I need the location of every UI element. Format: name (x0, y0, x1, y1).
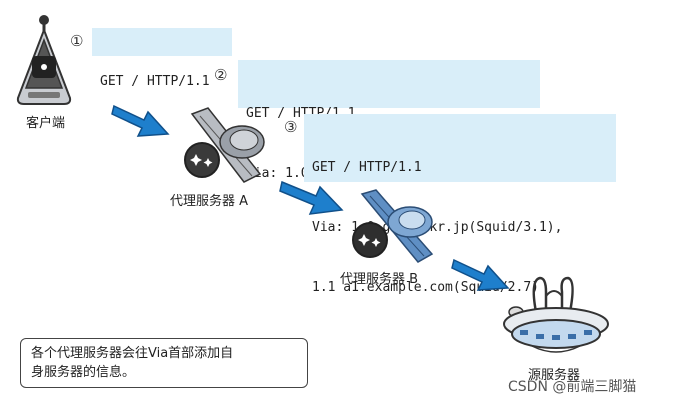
arrow-proxy-b-to-origin-icon (451, 258, 510, 291)
step-1-line-1: GET / HTTP/1.1 (100, 74, 210, 89)
client-device-icon (16, 15, 72, 105)
arrow-proxy-a-to-proxy-b-icon (279, 180, 344, 215)
origin-server-label: 源服务器 (528, 368, 581, 383)
step-1-number: ① (70, 32, 84, 50)
proxy-a-device-icon (184, 107, 265, 183)
note-box: 各个代理服务器会往Via首部添加自 身服务器的信息。 (20, 338, 308, 388)
step-1-header-box: GET / HTTP/1.1 (92, 28, 232, 89)
proxy-a-label: 代理服务器 A (170, 194, 249, 209)
step-2-header-box: GET / HTTP/1.1 Via: 1.0 gw.hackr.jp(Squi… (238, 60, 540, 181)
proxy-b-label: 代理服务器 B (340, 272, 419, 287)
step-3-header-box: GET / HTTP/1.1 Via: 1.0 gw.hackr.jp(Squi… (304, 114, 616, 295)
arrow-client-to-proxy-a-icon (111, 104, 170, 137)
step-3-number: ③ (284, 118, 298, 136)
proxy-b-device-icon (352, 189, 434, 263)
note-line-2: 身服务器的信息。 (31, 365, 136, 380)
client-label: 客户端 (26, 116, 66, 131)
note-line-1: 各个代理服务器会往Via首部添加自 (31, 346, 234, 361)
origin-server-icon (503, 276, 609, 353)
step-3-line-1: GET / HTTP/1.1 (312, 160, 422, 175)
watermark: CSDN @前端三脚猫 (508, 379, 637, 395)
step-2-number: ② (214, 66, 228, 84)
